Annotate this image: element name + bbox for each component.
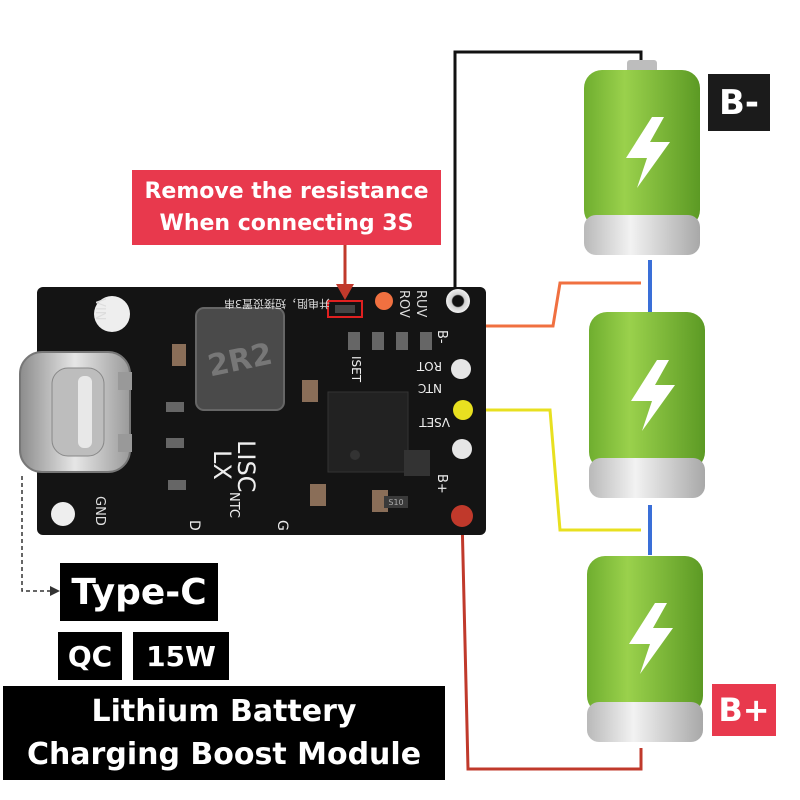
board-b-plus-label: B+ xyxy=(434,474,449,494)
lightning-icon xyxy=(629,603,673,674)
orange-solder-point xyxy=(375,292,393,310)
type-c-arrow xyxy=(21,476,60,596)
mounting-hole xyxy=(51,502,75,526)
battery-top xyxy=(584,60,700,255)
callout-line-1: Remove the resistance xyxy=(144,178,429,204)
rov-label: ROV xyxy=(396,290,411,318)
qc-label: QC xyxy=(58,632,122,680)
board-b-minus-label: B- xyxy=(434,330,449,344)
vset-label: VSET xyxy=(419,415,450,429)
gnd-label: GND xyxy=(92,496,107,526)
battery-middle xyxy=(589,312,705,498)
red-wire xyxy=(460,515,643,771)
rot-label: ROT xyxy=(416,359,442,373)
b-minus-label: B- xyxy=(708,74,770,131)
d-label: D xyxy=(186,520,202,531)
lightning-icon xyxy=(626,117,670,188)
b-plus-label: B+ xyxy=(712,684,776,736)
power-label: 15W xyxy=(133,632,229,680)
s10-label: S10 xyxy=(388,498,403,507)
product-description: Lithium Battery Charging Boost Module xyxy=(3,686,445,780)
g-label: G xyxy=(274,520,290,531)
yellow-wire xyxy=(463,408,641,532)
ntc-mid-label: NTC xyxy=(418,381,442,395)
pad xyxy=(451,359,471,379)
removable-resistor xyxy=(327,300,363,318)
usb-c-connector xyxy=(19,351,132,473)
pad xyxy=(452,439,472,459)
ruv-label: RUV xyxy=(413,290,428,318)
ntc-bottom-label: NTC xyxy=(226,492,241,518)
product-line-2: Charging Boost Module xyxy=(26,737,422,772)
battery-bottom xyxy=(587,556,703,742)
product-line-1: Lithium Battery xyxy=(91,694,357,729)
remove-resistance-callout: Remove the resistance When connecting 3S xyxy=(132,170,441,245)
ic-chip xyxy=(327,391,409,473)
lisc-label: LISC xyxy=(232,440,260,492)
type-c-label: Type-C xyxy=(60,563,218,621)
callout-arrow xyxy=(336,245,354,300)
inductor xyxy=(195,307,285,411)
lightning-icon xyxy=(631,360,675,431)
pcb-board: 2R2 S10 VIN GND LX LISC NTC D xyxy=(37,287,486,535)
chinese-note-label: 并电阻，短接设置3串 xyxy=(224,297,330,311)
mounting-hole xyxy=(94,296,130,332)
vin-label: VIN xyxy=(92,298,107,320)
pad-b-minus xyxy=(446,289,470,313)
callout-line-2: When connecting 3S xyxy=(159,210,414,236)
pad-b-plus xyxy=(451,505,473,527)
iset-label: ISET xyxy=(349,356,363,383)
pad-vset xyxy=(453,400,473,420)
lx-label: LX xyxy=(208,450,236,480)
